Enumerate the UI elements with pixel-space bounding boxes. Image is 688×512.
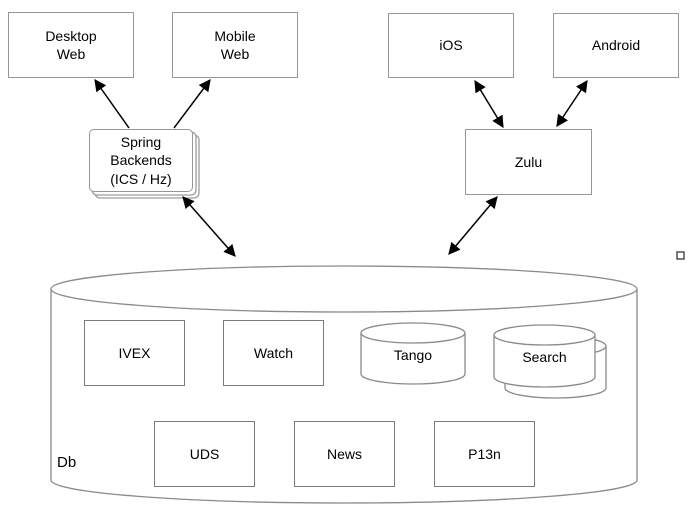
arrow-zulu-db bbox=[448, 196, 498, 255]
node-tango-label: Tango bbox=[393, 347, 433, 363]
arrow-spring-to-mobile-web bbox=[173, 79, 211, 129]
node-p13n: P13n bbox=[434, 421, 535, 487]
node-ios: iOS bbox=[388, 13, 514, 78]
node-spring-backends: Spring Backends (ICS / Hz) bbox=[89, 129, 193, 192]
arrow-spring-db bbox=[182, 196, 236, 257]
node-news: News bbox=[294, 421, 395, 487]
node-zulu: Zulu bbox=[465, 129, 592, 195]
node-mobile-web: Mobile Web bbox=[172, 12, 298, 78]
node-uds: UDS bbox=[154, 421, 255, 487]
tango-cylinder bbox=[360, 322, 466, 385]
arrow-zulu-ios bbox=[474, 79, 504, 129]
node-search-label: Search bbox=[522, 349, 567, 365]
node-ivex: IVEX bbox=[84, 320, 185, 386]
node-watch: Watch bbox=[223, 320, 324, 386]
arrow-spring-to-desktop-web bbox=[94, 79, 130, 129]
node-desktop-web: Desktop Web bbox=[8, 12, 134, 78]
node-android: Android bbox=[553, 13, 679, 78]
small-handle-square bbox=[676, 251, 685, 260]
search-cylinder bbox=[493, 324, 596, 388]
db-label: Db bbox=[57, 454, 77, 471]
arrow-zulu-android bbox=[556, 80, 588, 127]
